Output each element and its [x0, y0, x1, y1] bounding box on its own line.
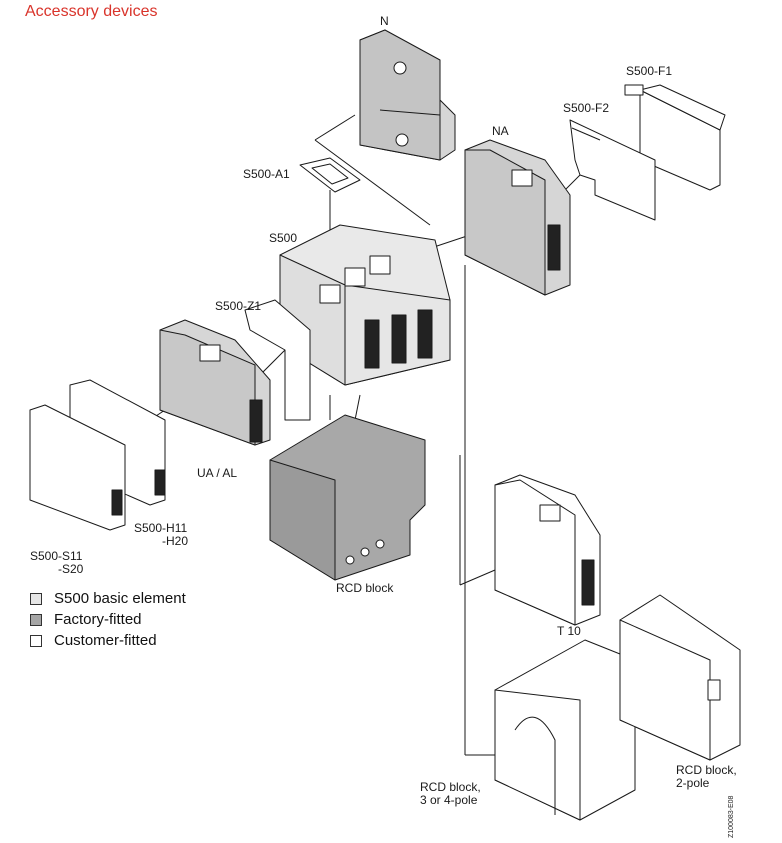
label-ua-al: UA / AL [197, 466, 238, 480]
legend-label-customer: Customer-fitted [54, 632, 157, 649]
label-s500-s11: S500-S11 [30, 549, 83, 563]
label-s500-f1: S500-F1 [626, 64, 673, 78]
s500-f2-plate [569, 119, 656, 221]
legend-label-factory: Factory-fitted [54, 611, 142, 628]
label-rcd-block-2-pole-line2: 2-pole [676, 776, 710, 790]
ua-al-module [159, 319, 271, 446]
legend-swatch-factory [30, 613, 42, 626]
na-module [464, 139, 571, 296]
legend: S500 basic element Factory-fitted Custom… [30, 588, 186, 651]
legend-swatch-basic [30, 592, 42, 605]
t10-module [494, 474, 601, 626]
rcd-block-centre [269, 414, 426, 581]
page-title: Accessory devices [25, 3, 158, 20]
legend-swatch-customer [30, 634, 42, 647]
label-s500-z1: S500-Z1 [215, 299, 262, 313]
s500-z1-plate [244, 299, 311, 421]
label-s500-h11: S500-H11 [134, 521, 188, 535]
label-s500: S500 [269, 231, 298, 245]
label-h20: -H20 [162, 534, 189, 548]
s500-a1-clip [299, 157, 361, 193]
label-s500-a1: S500-A1 [243, 167, 290, 181]
label-rcd-block-3-4-pole-line2: 3 or 4-pole [420, 793, 478, 807]
s500-s11-module [29, 404, 126, 531]
rcd-block-3-4-pole [494, 639, 636, 821]
label-rcd-block: RCD block [336, 581, 394, 595]
label-s20: -S20 [58, 562, 84, 576]
n-module [359, 29, 456, 161]
label-na: NA [492, 124, 509, 138]
drawing-code: Z100083-E08 [728, 795, 735, 838]
label-rcd-block-3-4-pole-line1: RCD block, [420, 780, 481, 794]
rcd-block-2-pole [619, 594, 741, 761]
label-rcd-block-2-pole-line1: RCD block, [676, 763, 737, 777]
s500-f1-module [624, 84, 726, 191]
legend-item-basic: S500 basic element [30, 588, 186, 609]
label-n: N [380, 14, 389, 28]
label-t10: T 10 [557, 624, 581, 638]
legend-item-factory: Factory-fitted [30, 609, 186, 630]
legend-label-basic: S500 basic element [54, 590, 186, 607]
legend-item-customer: Customer-fitted [30, 630, 186, 651]
label-s500-f2: S500-F2 [563, 101, 610, 115]
